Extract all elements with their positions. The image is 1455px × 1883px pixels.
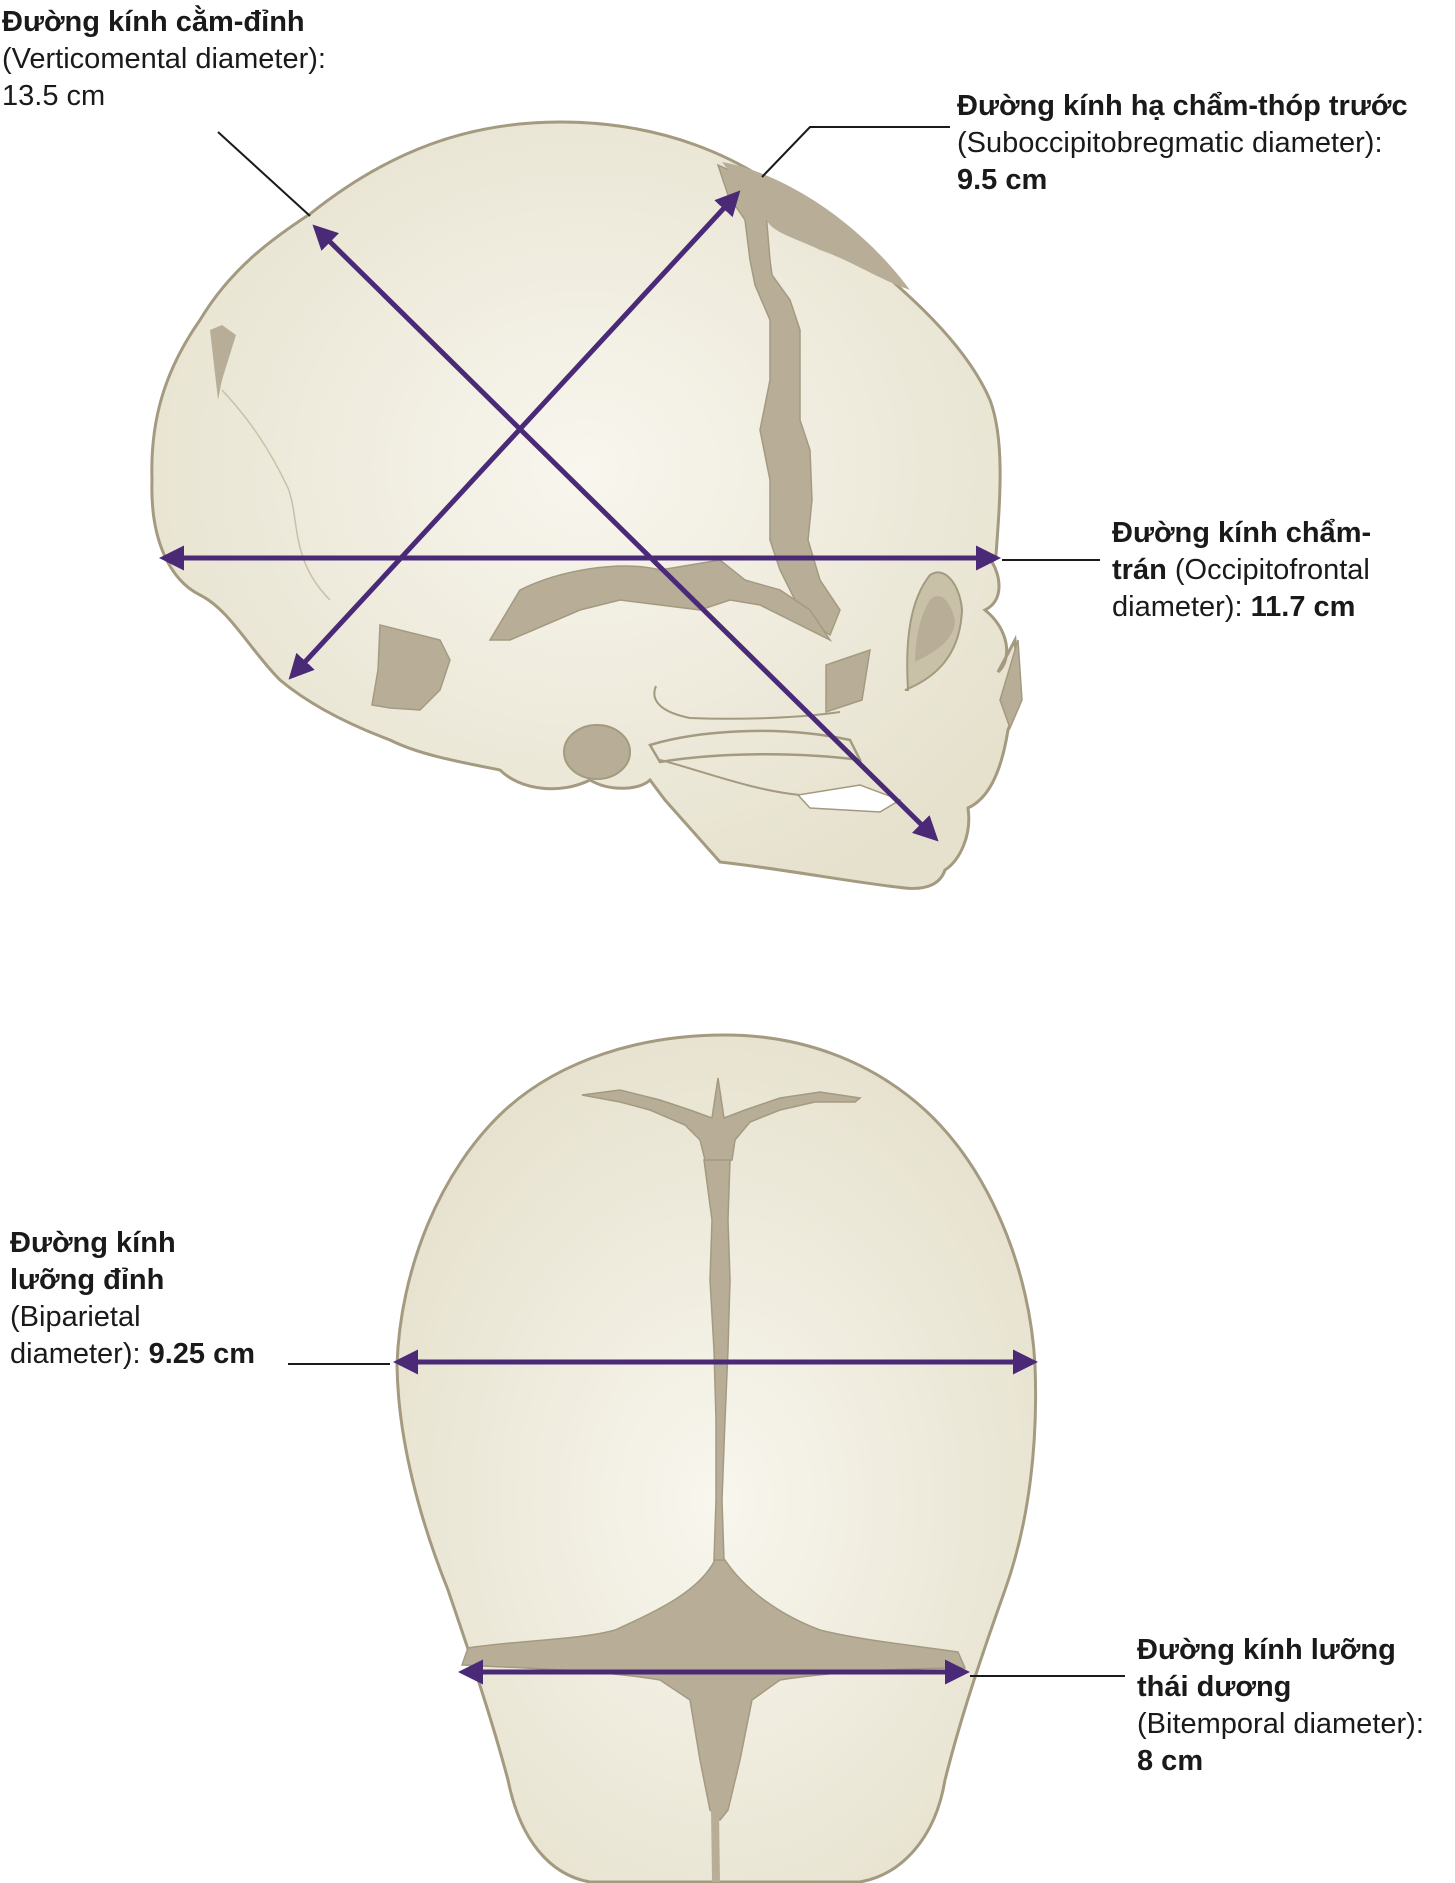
- biparietal-en-name-1: (Biparietal: [10, 1301, 141, 1333]
- biparietal-vi-name-1: Đường kính: [10, 1227, 176, 1259]
- occipitofrontal-vi-name-1: Đường kính chẩm-: [1112, 517, 1372, 549]
- lambdoid-suture-lower: [711, 1809, 720, 1883]
- suboccipitobregmatic-label: Đường kính hạ chẩm-thóp trước (Suboccipi…: [957, 88, 1408, 199]
- biparietal-label: Đường kính lưỡng đỉnh (Biparietal diamet…: [10, 1225, 255, 1373]
- suboccipitobregmatic-arrow: [288, 190, 741, 680]
- biparietal-value: 9.25 cm: [148, 1338, 256, 1370]
- coronal-suture-top: [581, 1077, 862, 1166]
- nasal-bone: [999, 639, 1023, 731]
- occipitofrontal-en-name-2: diameter):: [1112, 591, 1243, 623]
- occipitofrontal-en-name-1: (Occipitofrontal: [1166, 554, 1370, 586]
- verticomental-value: 13.5 cm: [2, 80, 106, 112]
- leader-lines: [217, 126, 1125, 1677]
- verticomental-label: Đường kính cằm-đỉnh (Verticomental diame…: [2, 4, 326, 115]
- suboccipitobregmatic-vi-name: Đường kính hạ chẩm-thóp trước: [957, 90, 1408, 122]
- verticomental-en-name: (Verticomental diameter):: [2, 43, 326, 75]
- occipitofrontal-value: 11.7 cm: [1250, 591, 1356, 623]
- occipitofrontal-vi-name-2: trán: [1112, 554, 1167, 586]
- bitemporal-en-name: (Bitemporal diameter):: [1137, 1708, 1424, 1740]
- suboccipitobregmatic-en-name: (Suboccipitobregmatic diameter):: [957, 127, 1383, 159]
- verticomental-leader: [217, 131, 311, 217]
- occipitofrontal-label: Đường kính chẩm- trán (Occipitofrontal d…: [1112, 515, 1371, 626]
- lambdoid-suture: [210, 325, 236, 400]
- biparietal-vi-name-2: lưỡng đỉnh: [10, 1264, 165, 1296]
- suboccipitobregmatic-value: 9.5 cm: [957, 164, 1048, 196]
- lateral-skull-illustration: [150, 120, 1023, 890]
- bitemporal-value: 8 cm: [1137, 1745, 1204, 1777]
- external-auditory-meatus: [563, 724, 631, 780]
- superior-skull-illustration: [395, 1033, 1038, 1883]
- diameter-arrows: [159, 190, 1038, 1685]
- verticomental-vi-name: Đường kính cằm-đỉnh: [2, 6, 305, 38]
- bitemporal-vi-name-1: Đường kính lưỡng: [1137, 1634, 1396, 1666]
- biparietal-en-name-2: diameter):: [10, 1338, 141, 1370]
- suboccipitobregmatic-leader: [761, 126, 950, 178]
- bitemporal-vi-name-2: thái dương: [1137, 1671, 1292, 1703]
- bitemporal-label: Đường kính lưỡng thái dương (Bitemporal …: [1137, 1632, 1424, 1780]
